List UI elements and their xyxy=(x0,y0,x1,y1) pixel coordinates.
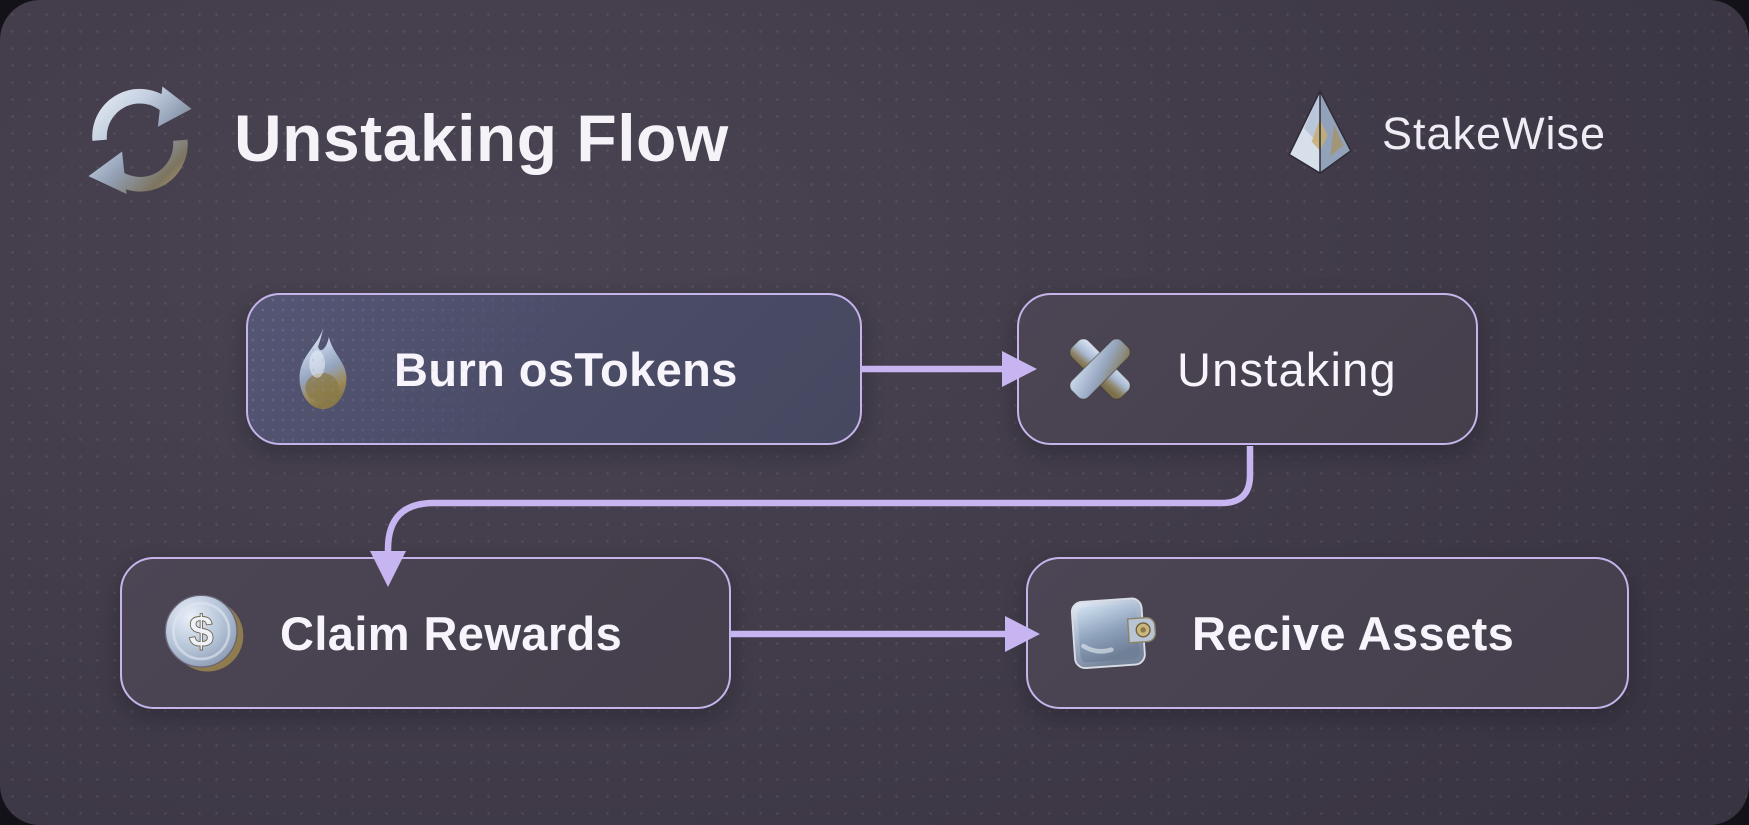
node-label: Claim Rewards xyxy=(280,606,623,660)
stakewise-brand: StakeWise xyxy=(1278,86,1606,182)
node-label: Unstaking xyxy=(1177,342,1397,396)
refresh-icon xyxy=(88,86,192,194)
node-unstaking: Unstaking xyxy=(1017,293,1478,445)
header: Unstaking Flow xyxy=(84,82,729,194)
node-claim-rewards: $ Claim Rewards xyxy=(120,557,731,709)
edge-claim-to-receive xyxy=(731,616,1040,652)
wallet-icon xyxy=(1070,597,1157,669)
cross-icon xyxy=(1069,338,1131,400)
node-label: Recive Assets xyxy=(1192,606,1515,660)
node-label: Burn osTokens xyxy=(394,342,738,396)
page-title: Unstaking Flow xyxy=(234,100,729,175)
svg-text:$: $ xyxy=(189,606,214,656)
node-recive-assets: Recive Assets xyxy=(1026,557,1629,709)
node-burn-ostokens: Burn osTokens xyxy=(246,293,862,445)
coin-icon: $ xyxy=(164,594,244,672)
flame-icon xyxy=(299,328,347,410)
pyramid-logo-icon xyxy=(1288,89,1352,175)
brand-name: StakeWise xyxy=(1382,108,1607,159)
edge-burn-to-unstaking xyxy=(862,351,1037,387)
